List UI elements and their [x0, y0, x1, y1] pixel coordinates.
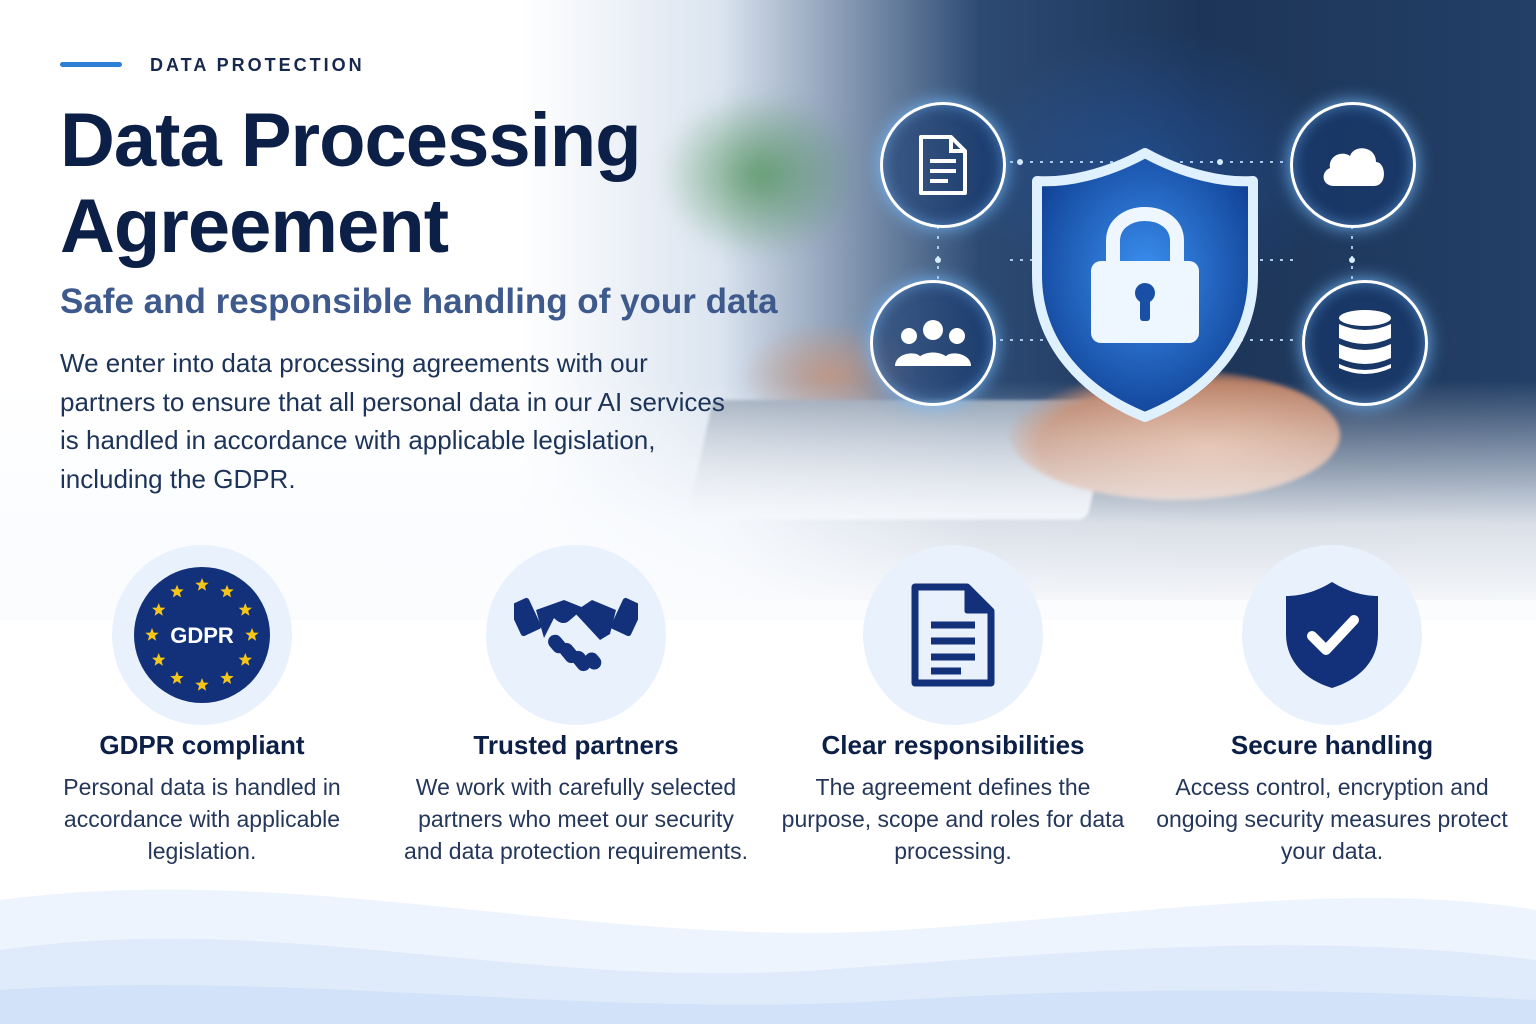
security-network-illustration: [860, 90, 1460, 430]
feature-partners: Trusted partners We work with carefully …: [396, 545, 756, 864]
eu-star-icon: [220, 584, 234, 598]
eyebrow-accent-line: [60, 62, 122, 67]
database-icon: [1339, 310, 1391, 374]
title-line-1: Data Processing: [60, 98, 642, 183]
eu-star-icon: [152, 653, 166, 666]
feature-responsibilities: Clear responsibilities The agreement def…: [773, 545, 1133, 864]
feature-icon-circle: [1242, 545, 1422, 725]
eu-star-icon: [195, 578, 209, 591]
people-node: [870, 280, 996, 406]
feature-title: GDPR compliant: [99, 730, 305, 760]
eyebrow-label: DATA PROTECTION: [150, 55, 365, 75]
intro-description: We enter into data processing agreements…: [60, 348, 725, 494]
feature-icon-circle: [486, 545, 666, 725]
feature-secure-handling: Secure handling Access control, encrypti…: [1152, 545, 1512, 864]
feature-title: Secure handling: [1230, 730, 1434, 760]
gdpr-badge-icon: GDPR: [134, 567, 270, 703]
feature-icon-circle: [863, 545, 1043, 725]
bottom-waves: [0, 889, 1536, 1024]
cloud-node: [1290, 102, 1416, 228]
feature-text: We work with carefully selected partners…: [404, 774, 748, 864]
people-icon: [895, 320, 971, 366]
document-node: [880, 102, 1006, 228]
eu-star-icon: [238, 603, 252, 616]
page-subtitle: Safe and responsible handling of your da…: [60, 282, 778, 321]
gdpr-badge-label: GDPR: [170, 623, 234, 648]
feature-text: Personal data is handled in accordance w…: [63, 774, 341, 864]
eu-star-icon: [152, 603, 166, 616]
eu-star-icon: [145, 628, 159, 641]
feature-gdpr: GDPR GDPR compliant Personal data is han…: [22, 545, 382, 864]
document-icon: [919, 135, 967, 195]
shield-check-icon: [1286, 582, 1378, 688]
eu-star-icon: [220, 671, 234, 684]
cloud-icon: [1323, 148, 1384, 186]
handshake-icon: [514, 597, 638, 672]
feature-text: The agreement defines the purpose, scope…: [781, 774, 1125, 864]
database-node: [1302, 280, 1428, 406]
eu-star-icon: [170, 584, 184, 598]
feature-title: Trusted partners: [473, 730, 679, 760]
eu-star-icon: [238, 653, 252, 666]
eu-star-icon: [170, 671, 184, 684]
feature-icon-circle: GDPR: [112, 545, 292, 725]
eu-star-icon: [245, 628, 259, 641]
feature-title: Clear responsibilities: [821, 730, 1085, 760]
title-line-2: Agreement: [60, 184, 449, 269]
shield-lock-icon: [1032, 148, 1258, 422]
document-icon: [911, 583, 995, 687]
eu-star-icon: [195, 678, 209, 691]
page-title: Data Processing Agreement: [60, 98, 760, 270]
plant-blur: [660, 90, 860, 260]
feature-text: Access control, encryption and ongoing s…: [1156, 774, 1508, 864]
